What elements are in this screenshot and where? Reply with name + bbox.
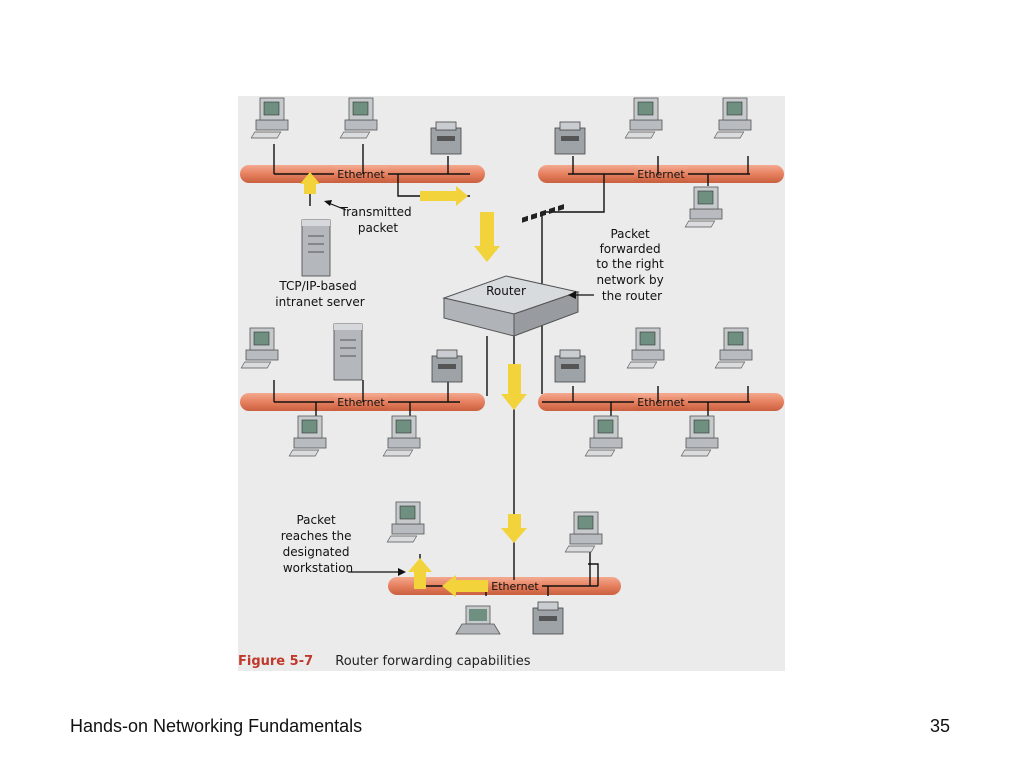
workstation-icon [680, 415, 719, 457]
laptop-icon [455, 605, 501, 635]
packet-arrows [300, 172, 527, 597]
workstation-icon [339, 97, 378, 139]
ethernet-label: Ethernet [637, 168, 685, 181]
router-label: Router [486, 284, 526, 298]
printer-icon [554, 349, 586, 383]
workstation-icon [714, 327, 753, 369]
printer-icon [431, 349, 463, 383]
ethernet-segment-middle-right: Ethernet [538, 393, 784, 411]
arrow-left-icon [442, 575, 488, 597]
arrow-down-icon [501, 514, 527, 543]
workstation-icon [564, 511, 603, 553]
arrow-up-icon [300, 172, 320, 194]
printer-icon [554, 121, 586, 155]
arrow-up-icon [408, 558, 432, 589]
figure-caption: Figure 5-7 Router forwarding capabilitie… [238, 654, 530, 669]
workstation-icon [713, 97, 752, 139]
intranet-server-label: TCP/IP-based intranet server [275, 279, 364, 309]
ethernet-label: Ethernet [637, 396, 685, 409]
ethernet-segment-bottom: Ethernet [388, 577, 621, 595]
workstation-icon [250, 97, 289, 139]
network-figure: Ethernet Ethernet Ethernet Ethernet Ethe… [238, 96, 785, 671]
workstation-icon [584, 415, 623, 457]
printer-icon [430, 121, 462, 155]
annotation-pointers [324, 200, 594, 576]
caption-text: Router forwarding capabilities [335, 654, 531, 669]
server-icon [333, 323, 363, 381]
server-icon [301, 219, 331, 277]
page-number: 35 [930, 716, 951, 736]
arrow-right-icon [420, 186, 468, 206]
figure-number: Figure 5-7 [238, 654, 314, 669]
workstation-icon [382, 415, 421, 457]
workstation-icon [684, 186, 723, 228]
footer-title: Hands-on Networking Fundamentals [70, 716, 363, 736]
workstation-icon [626, 327, 665, 369]
workstation-icon [288, 415, 327, 457]
workstation-icon [386, 501, 425, 543]
arrow-down-icon [501, 364, 527, 410]
workstation-icon [624, 97, 663, 139]
ethernet-label: Ethernet [491, 580, 539, 593]
ethernet-label: Ethernet [337, 396, 385, 409]
packet-forwarded-label: Packet forwarded to the right network by… [596, 227, 667, 303]
arrow-down-icon [474, 212, 500, 262]
network-diagram: Ethernet Ethernet Ethernet Ethernet Ethe… [240, 97, 784, 635]
packet-reaches-label: Packet reaches the designated workstatio… [281, 513, 356, 575]
workstation-icon [240, 327, 279, 369]
ethernet-segment-top-right: Ethernet [538, 165, 784, 183]
printer-icon [532, 601, 564, 635]
transmitted-packet-label: Transmitted packet [340, 205, 416, 235]
ethernet-label: Ethernet [337, 168, 385, 181]
router: Router [442, 204, 580, 337]
